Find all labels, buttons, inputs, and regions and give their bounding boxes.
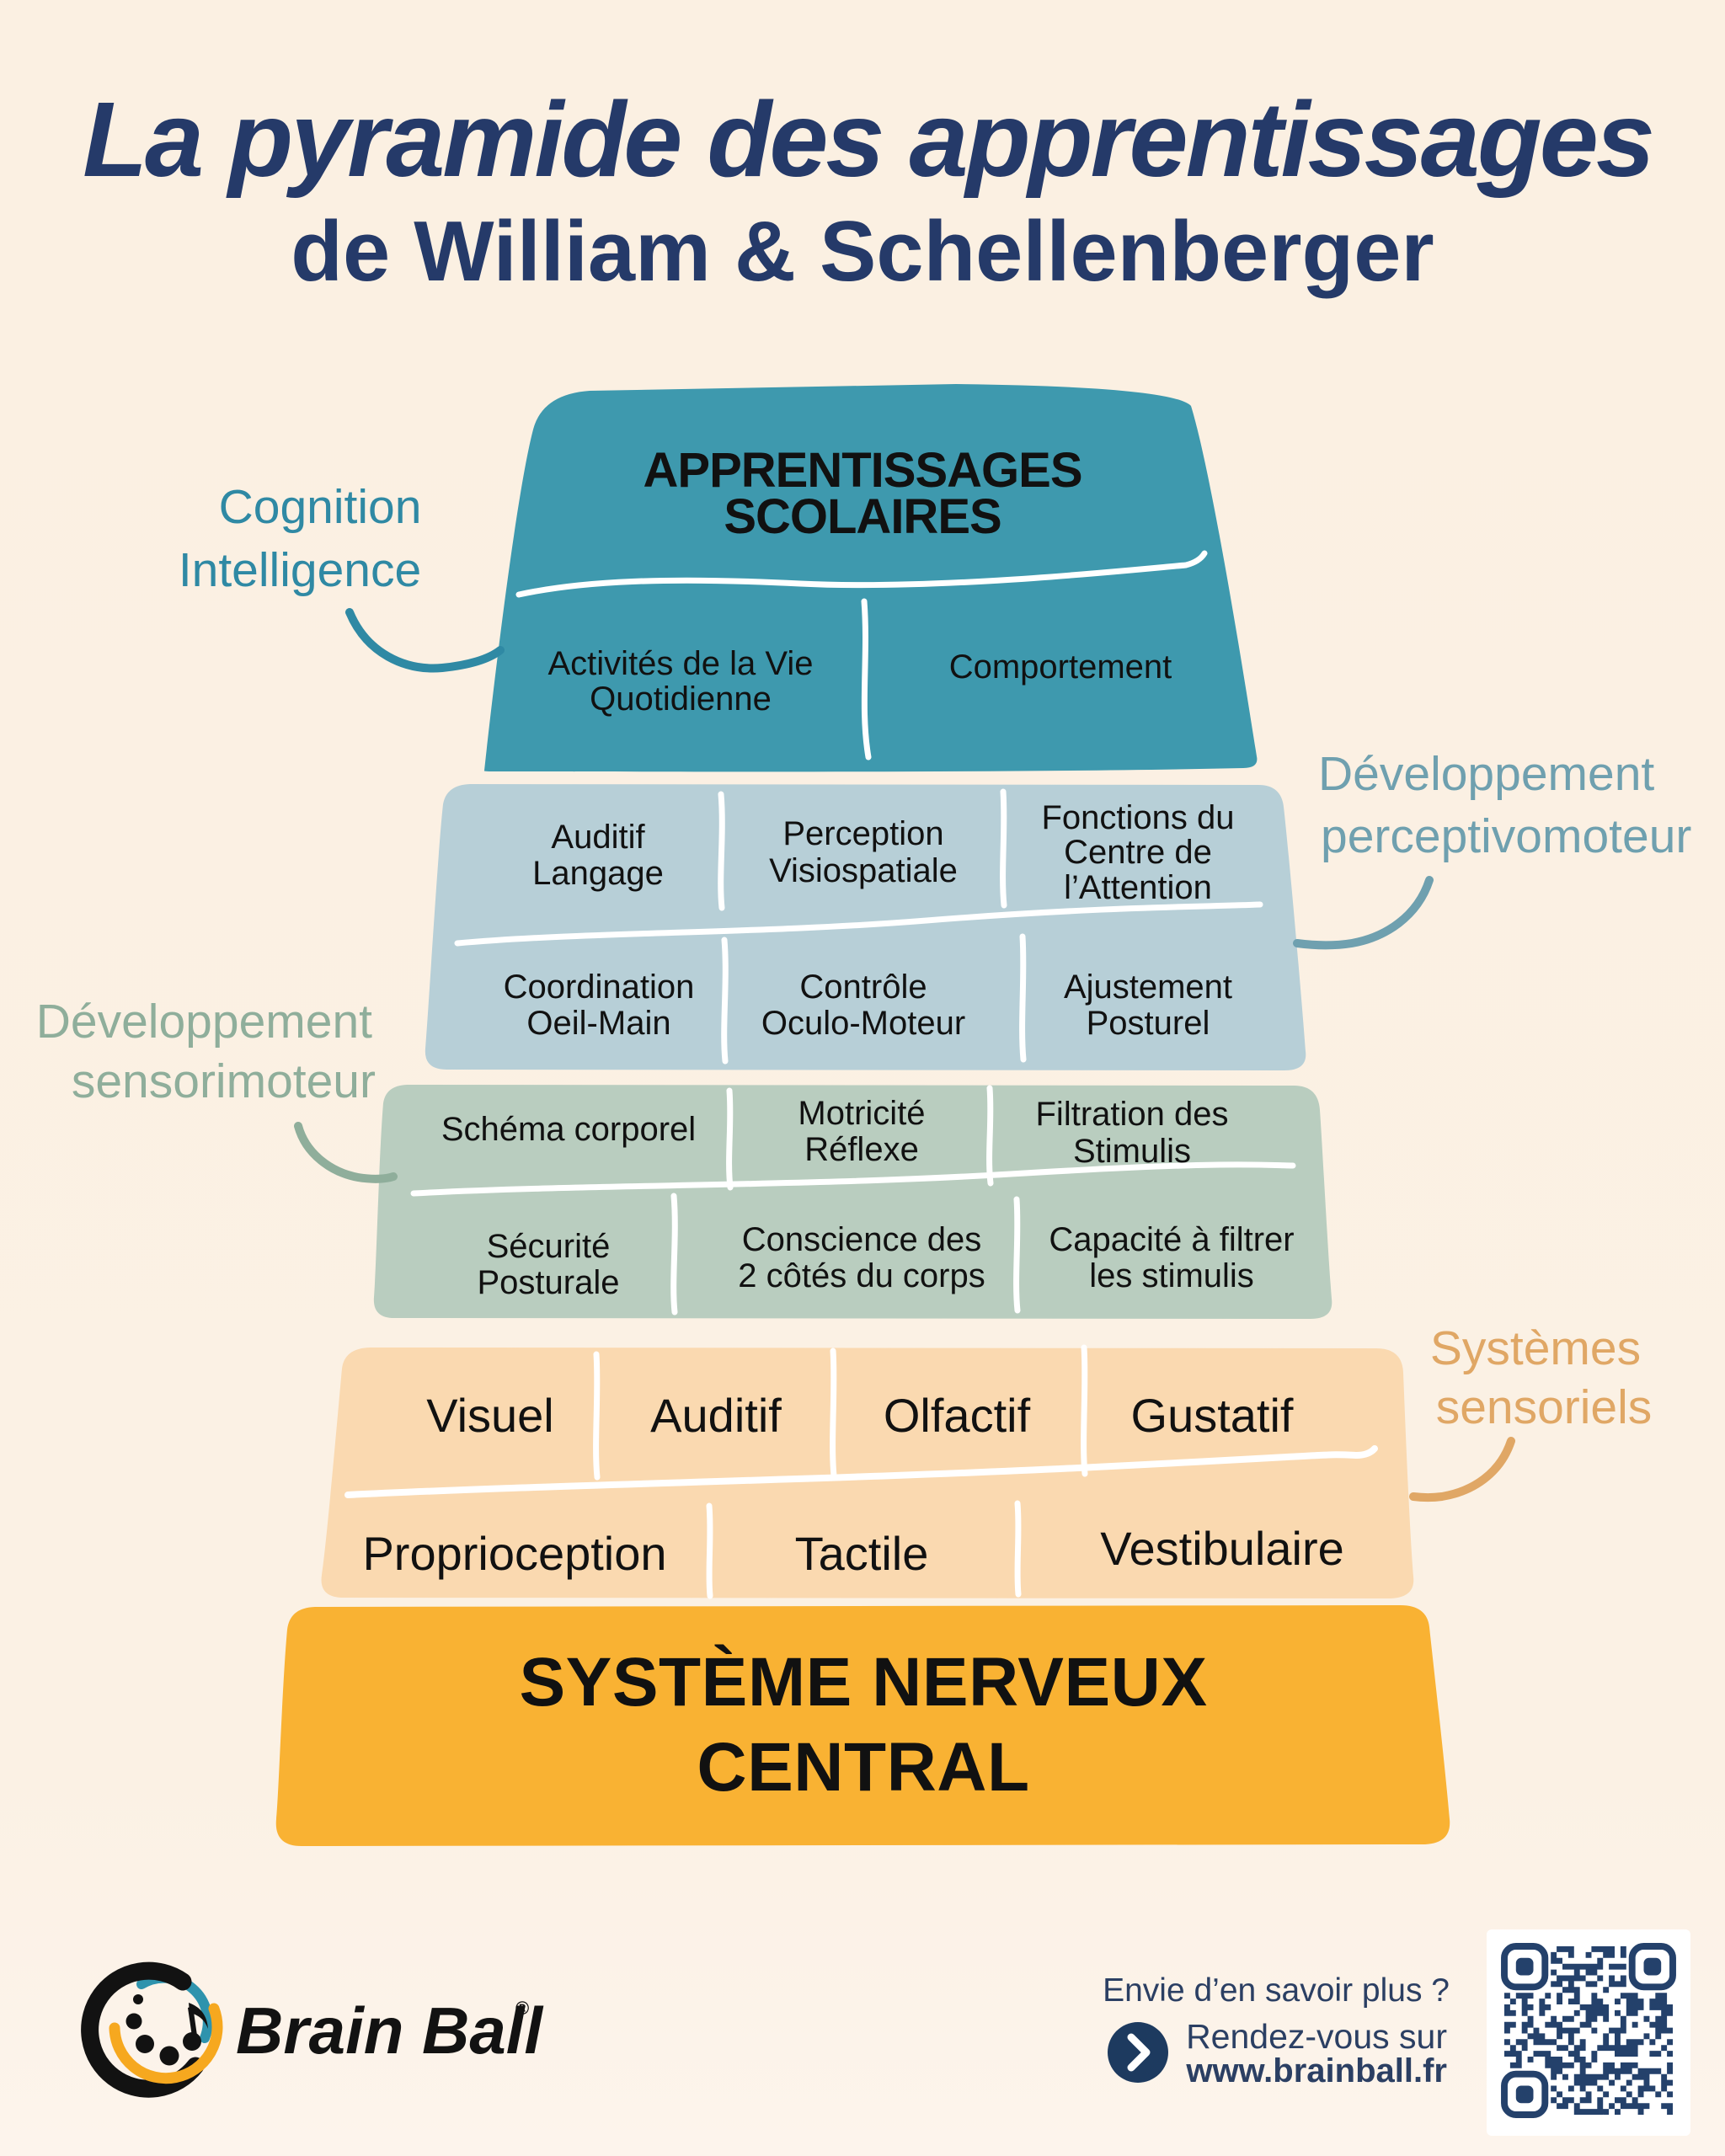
svg-text:Proprioception: Proprioception: [362, 1527, 666, 1580]
svg-text:Brain Ball: Brain Ball: [236, 1993, 543, 2068]
svg-text:Schéma corporel: Schéma corporel: [441, 1111, 696, 1148]
svg-text:Langage: Langage: [532, 855, 664, 892]
svg-text:Conscience des: Conscience des: [742, 1221, 982, 1258]
svg-text:Auditif: Auditif: [650, 1389, 782, 1442]
svg-text:sensorimoteur: sensorimoteur: [72, 1054, 376, 1108]
svg-text:SYSTÈME NERVEUX: SYSTÈME NERVEUX: [519, 1644, 1207, 1721]
svg-text:Contrôle: Contrôle: [799, 969, 927, 1006]
svg-text:2 côtés du corps: 2 côtés du corps: [738, 1257, 985, 1294]
svg-text:Coordination: Coordination: [504, 969, 695, 1006]
svg-text:Gustatif: Gustatif: [1131, 1389, 1294, 1442]
svg-text:Comportement: Comportement: [949, 648, 1172, 686]
svg-text:Olfactif: Olfactif: [884, 1389, 1031, 1442]
svg-text:Visiospatiale: Visiospatiale: [769, 852, 958, 889]
svg-text:les stimulis: les stimulis: [1089, 1257, 1254, 1294]
svg-text:Envie d’en savoir plus ?: Envie d’en savoir plus ?: [1103, 1972, 1450, 2009]
svg-text:Réflexe: Réflexe: [804, 1131, 919, 1168]
svg-text:Sécurité: Sécurité: [487, 1228, 611, 1265]
svg-text:APPRENTISSAGES: APPRENTISSAGES: [644, 443, 1082, 498]
svg-text:Développement: Développement: [36, 995, 372, 1049]
svg-text:Oculo-Moteur: Oculo-Moteur: [761, 1005, 965, 1042]
svg-text:SCOLAIRES: SCOLAIRES: [724, 489, 1001, 544]
svg-text:Motricité: Motricité: [798, 1095, 925, 1132]
svg-text:Quotidienne: Quotidienne: [590, 680, 772, 718]
svg-text:Intelligence: Intelligence: [179, 543, 421, 597]
svg-text:sensoriels: sensoriels: [1436, 1380, 1653, 1434]
svg-text:www.brainball.fr: www.brainball.fr: [1185, 2052, 1447, 2089]
svg-text:Ajustement: Ajustement: [1064, 969, 1232, 1006]
svg-text:Filtration des: Filtration des: [1036, 1096, 1229, 1133]
svg-text:Systèmes: Systèmes: [1430, 1321, 1641, 1375]
svg-text:®: ®: [515, 1998, 529, 2019]
svg-text:Visuel: Visuel: [426, 1389, 554, 1442]
svg-text:Cognition: Cognition: [219, 480, 422, 534]
svg-text:perceptivomoteur: perceptivomoteur: [1321, 809, 1691, 863]
svg-text:Posturel: Posturel: [1087, 1005, 1210, 1042]
svg-text:Rendez-vous sur: Rendez-vous sur: [1186, 2017, 1447, 2056]
svg-text:de William & Schellenberger: de William & Schellenberger: [291, 205, 1434, 299]
svg-text:Posturale: Posturale: [478, 1264, 620, 1301]
svg-text:Oeil-Main: Oeil-Main: [526, 1005, 670, 1042]
svg-text:Centre de: Centre de: [1064, 834, 1212, 871]
svg-text:Tactile: Tactile: [795, 1527, 929, 1580]
svg-text:Développement: Développement: [1318, 747, 1654, 801]
svg-text:La pyramide des apprentissages: La pyramide des apprentissages: [83, 80, 1653, 199]
svg-text:l’Attention: l’Attention: [1064, 869, 1212, 906]
svg-text:Capacité à filtrer: Capacité à filtrer: [1049, 1221, 1294, 1258]
svg-text:Auditif: Auditif: [551, 819, 645, 856]
svg-text:Stimulis: Stimulis: [1073, 1133, 1191, 1170]
svg-text:Vestibulaire: Vestibulaire: [1100, 1522, 1344, 1575]
svg-text:Fonctions du: Fonctions du: [1041, 799, 1234, 836]
svg-text:Activités de la Vie: Activités de la Vie: [548, 645, 814, 682]
svg-text:Perception: Perception: [782, 815, 943, 852]
svg-text:CENTRAL: CENTRAL: [697, 1729, 1029, 1806]
